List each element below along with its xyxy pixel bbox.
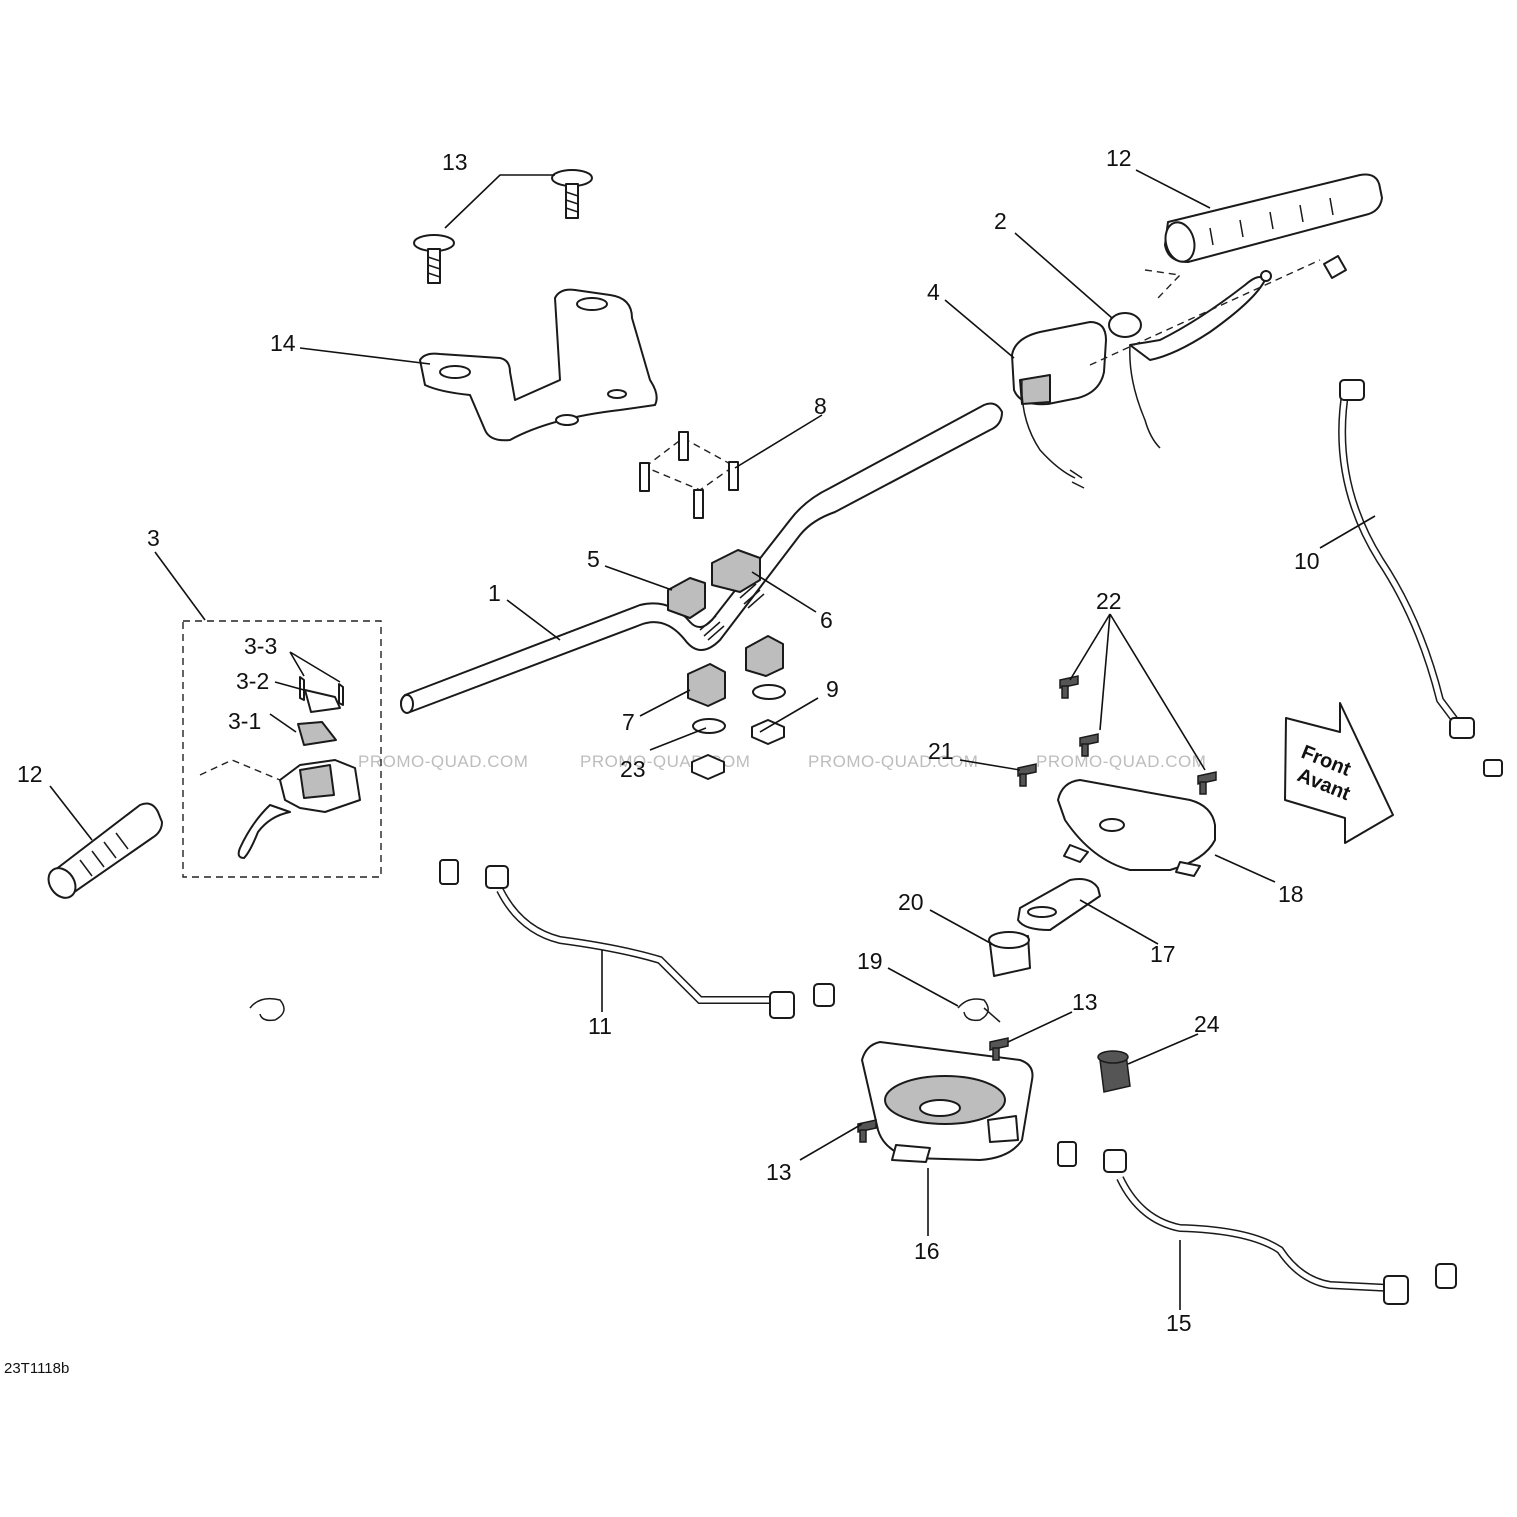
washers-nuts-part	[691, 684, 786, 780]
handlebar-part	[400, 402, 1003, 714]
front-direction-arrow: Front Avant	[1284, 702, 1394, 844]
callout-4: 4	[927, 279, 940, 305]
watermark-text: PROMO-QUAD.COM	[358, 752, 528, 771]
bracket-part	[419, 288, 658, 442]
callout-17: 17	[1150, 941, 1176, 967]
callout-22: 22	[1096, 588, 1122, 614]
callout-12-right: 12	[1106, 145, 1132, 171]
switch-housing-part	[1011, 321, 1107, 489]
cover-18-part	[1057, 779, 1216, 877]
throttle-lever-part	[1108, 270, 1272, 449]
callout-3: 3	[147, 525, 160, 551]
left-grip-part	[47, 802, 163, 899]
callout-5: 5	[587, 546, 600, 572]
callout-19: 19	[857, 948, 883, 974]
callout-21: 21	[928, 738, 954, 764]
leader-lines	[49, 169, 1376, 1310]
callout-3-3: 3-3	[244, 633, 277, 659]
callout-14: 14	[270, 330, 296, 356]
housing-16-part	[861, 1041, 1034, 1163]
watermark-text: PROMO-QUAD.COM	[1036, 752, 1206, 771]
callout-2: 2	[994, 208, 1007, 234]
callout-9: 9	[826, 676, 839, 702]
callout-13-mid: 13	[1072, 989, 1098, 1015]
callout-24: 24	[1194, 1011, 1220, 1037]
callout-7: 7	[622, 709, 635, 735]
cable-15-part	[1057, 1141, 1457, 1305]
cable-10-part	[1089, 255, 1503, 777]
bolts-part	[639, 431, 739, 519]
callout-23: 23	[620, 756, 646, 782]
callout-11: 11	[588, 1013, 612, 1039]
brake-lever-assembly	[182, 620, 382, 878]
screws-21-22-part	[1017, 675, 1217, 795]
spring-19-part	[249, 997, 1001, 1023]
callout-3-1: 3-1	[228, 708, 261, 734]
callout-10: 10	[1294, 548, 1320, 574]
callout-15: 15	[1166, 1310, 1192, 1336]
callout-8: 8	[814, 393, 827, 419]
callout-20: 20	[898, 889, 924, 915]
callout-12-left: 12	[17, 761, 43, 787]
cable-11-part	[439, 859, 835, 1019]
callout-1: 1	[488, 580, 501, 606]
callouts: 1 2 3 3-1 3-2 3-3 4 5 6 7 8 9 10 11 12 1…	[17, 145, 1320, 1336]
callout-13-top: 13	[442, 149, 468, 175]
bushing-20-part	[988, 931, 1031, 977]
grommet-24-part	[1097, 1050, 1131, 1093]
callout-16: 16	[914, 1238, 940, 1264]
watermark-text: PROMO-QUAD.COM	[808, 752, 978, 771]
callout-3-2: 3-2	[236, 668, 269, 694]
clamps-part	[667, 549, 784, 707]
drawing-code: 23T1118b	[4, 1360, 69, 1377]
screw-pair-part	[413, 169, 593, 284]
callout-18: 18	[1278, 881, 1304, 907]
screws-13-part	[857, 1037, 1009, 1143]
callout-6: 6	[820, 607, 833, 633]
callout-13-low: 13	[766, 1159, 792, 1185]
right-grip-part	[1144, 173, 1383, 299]
plate-17-part	[1017, 878, 1101, 931]
watermarks: PROMO-QUAD.COM PROMO-QUAD.COM PROMO-QUAD…	[358, 752, 1206, 771]
